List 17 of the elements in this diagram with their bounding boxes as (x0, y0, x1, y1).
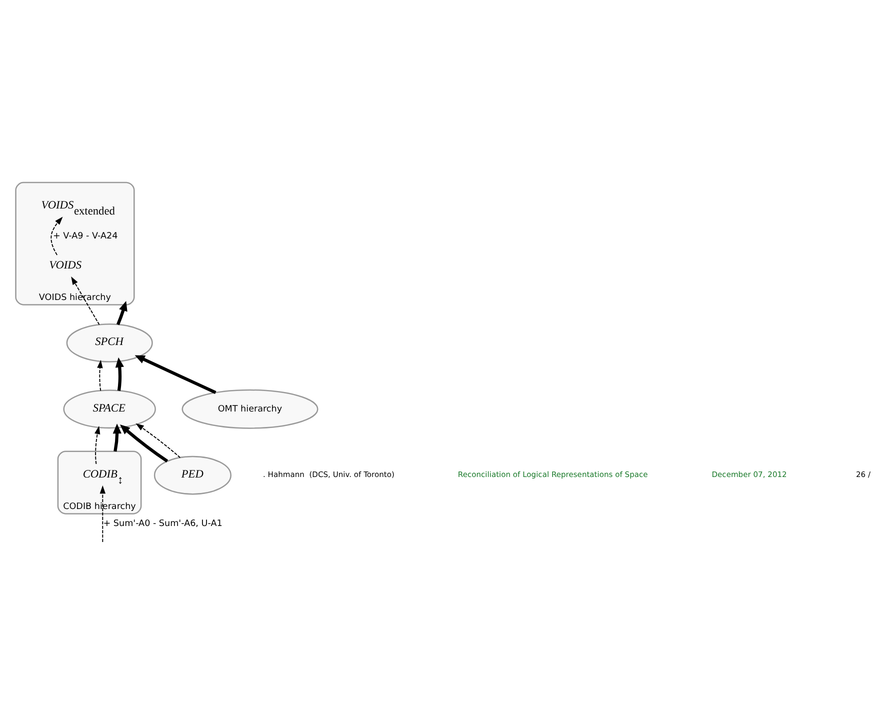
arrow (112, 424, 122, 452)
node-ellipse: OMT hierarchy (182, 389, 318, 429)
arrow (71, 276, 100, 326)
arrow (100, 485, 106, 542)
edge-label: + Sum'-A0 - Sum'-A6, U-A1 (103, 518, 222, 529)
node-text: VOIDS (49, 259, 82, 272)
node-ellipse: SPACE (63, 390, 156, 429)
arrow (115, 357, 124, 391)
arrow (116, 300, 128, 326)
edge-label: + V-A9 - V-A24 (52, 232, 118, 242)
arrow (120, 424, 168, 462)
arrow (97, 360, 103, 392)
arrow (94, 426, 100, 464)
arrow (134, 355, 216, 394)
arrow (50, 216, 63, 256)
arrow (136, 423, 181, 458)
node-ellipse: PED (154, 456, 232, 495)
